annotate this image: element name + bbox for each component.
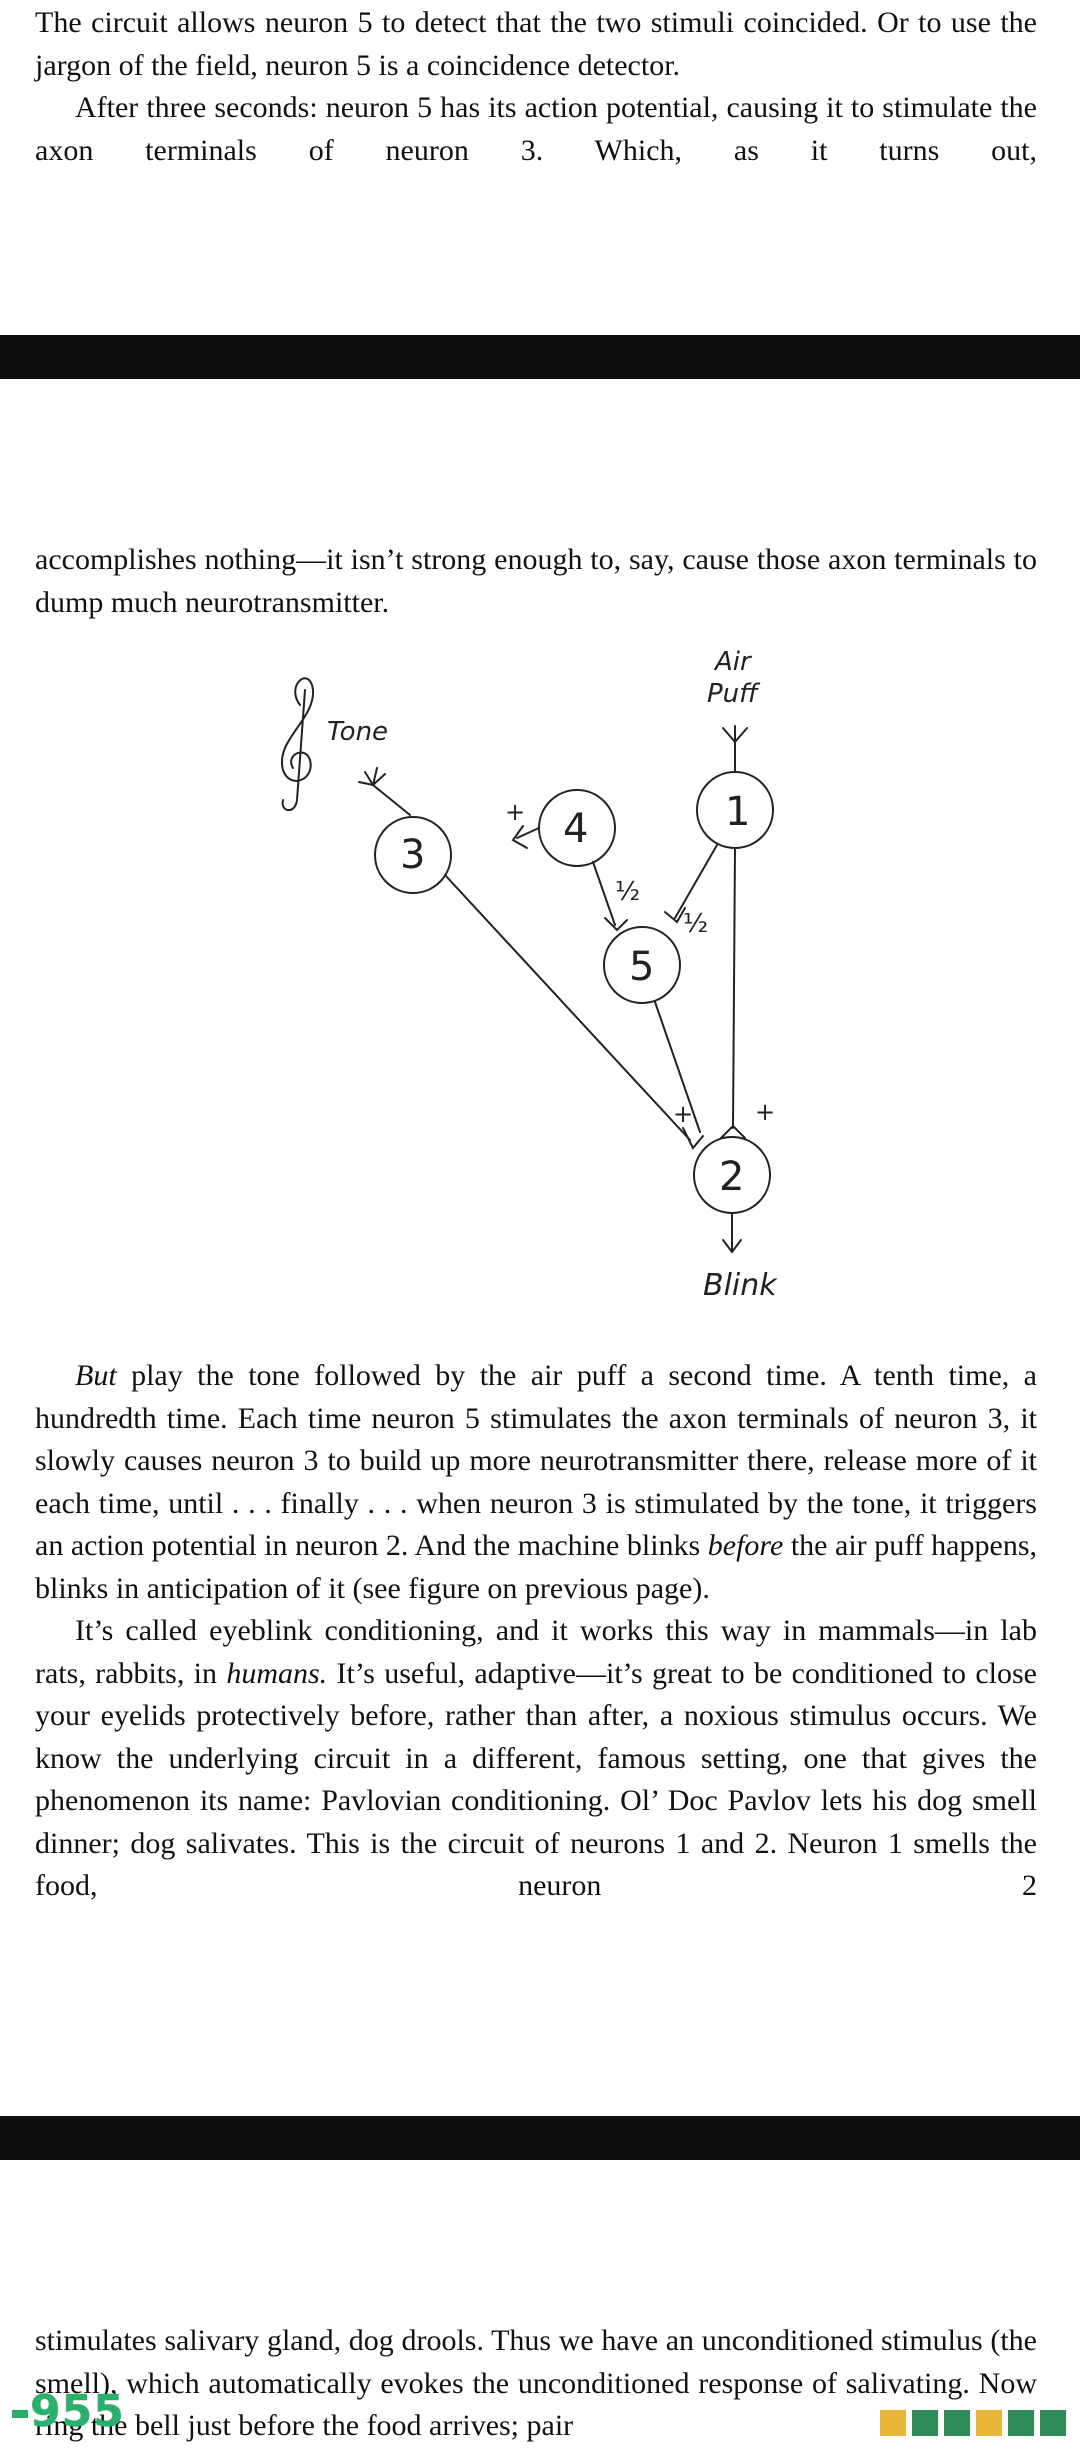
badge-dash-icon — [12, 2410, 28, 2418]
emphasis-before: before — [707, 1529, 784, 1562]
paragraph-coincidence: The circuit allows neuron 5 to detect th… — [35, 6, 1037, 82]
neuron-1-label: 1 — [725, 789, 750, 835]
neuron-5-circle — [603, 926, 681, 1004]
tone-label: Tone — [327, 717, 388, 747]
puff-label: Puff — [707, 679, 761, 709]
page-break-band-bottom — [0, 2116, 1080, 2160]
plus-sign-1-2: + — [755, 1098, 775, 1126]
emphasis-humans: humans. — [226, 1656, 328, 1690]
reading-progress-indicator — [880, 2410, 1066, 2436]
paragraph-play-text-a: play the tone followed by the air puff a… — [35, 1359, 1037, 1562]
paragraph-eyeblink-conditioning: It’s called eyeblink conditioning, and i… — [35, 1610, 1037, 1908]
treble-clef-icon — [280, 677, 315, 812]
paragraph-play-the-tone: But play the tone followed by the air pu… — [35, 1355, 1037, 1610]
paragraph-three-seconds: After three seconds: neuron 5 has its ac… — [35, 91, 1037, 167]
paragraph-play-text-b: the air puff happens, blinks in anticipa… — [35, 1529, 1037, 1605]
neuron-4-label: 4 — [563, 806, 588, 852]
plus-sign-4-3: + — [505, 798, 525, 826]
plus-sign-5-2: + — [673, 1100, 693, 1128]
progress-square-icon — [976, 2410, 1002, 2436]
air-label: Air — [713, 650, 753, 677]
emphasis-but: But — [75, 1359, 117, 1392]
half-weight-4-5: ½ — [615, 877, 640, 907]
paragraph-eyeblink-text-b: It’s useful, adaptive—it’s great to be c… — [35, 1656, 1037, 1903]
neural-circuit-figure: Tone Air Puff Blink 3 4 1 5 2 + + + ½ ½ — [280, 650, 778, 1303]
neuron-5-label: 5 — [629, 944, 654, 990]
progress-square-icon — [880, 2410, 906, 2436]
page-number-badge: 955 — [12, 2390, 125, 2434]
neuron-3-circle — [374, 816, 452, 894]
neuron-3-label: 3 — [400, 832, 425, 878]
progress-square-icon — [944, 2410, 970, 2436]
bottom-text-block: stimulates salivary gland, dog drools. T… — [35, 2320, 1037, 2448]
continued-text-block: accomplishes nothing—it isn’t strong eno… — [35, 539, 1037, 624]
paragraph-salivary: stimulates salivary gland, dog drools. T… — [35, 2324, 1037, 2442]
page-number: 955 — [30, 2386, 125, 2437]
half-weight-1-5: ½ — [683, 909, 708, 939]
blink-label: Blink — [703, 1268, 778, 1303]
neuron-2-label: 2 — [719, 1154, 744, 1200]
progress-square-icon — [912, 2410, 938, 2436]
lower-text-block: But play the tone followed by the air pu… — [35, 1355, 1037, 1908]
progress-square-icon — [1040, 2410, 1066, 2436]
page-break-band-top — [0, 335, 1080, 379]
progress-square-icon — [1008, 2410, 1034, 2436]
top-text-block: The circuit allows neuron 5 to detect th… — [35, 2, 1037, 172]
paragraph-eyeblink-text-a: It’s called eyeblink conditioning, and i… — [35, 1614, 1037, 1690]
paragraph-accomplishes-nothing: accomplishes nothing—it isn’t strong eno… — [35, 543, 1037, 619]
